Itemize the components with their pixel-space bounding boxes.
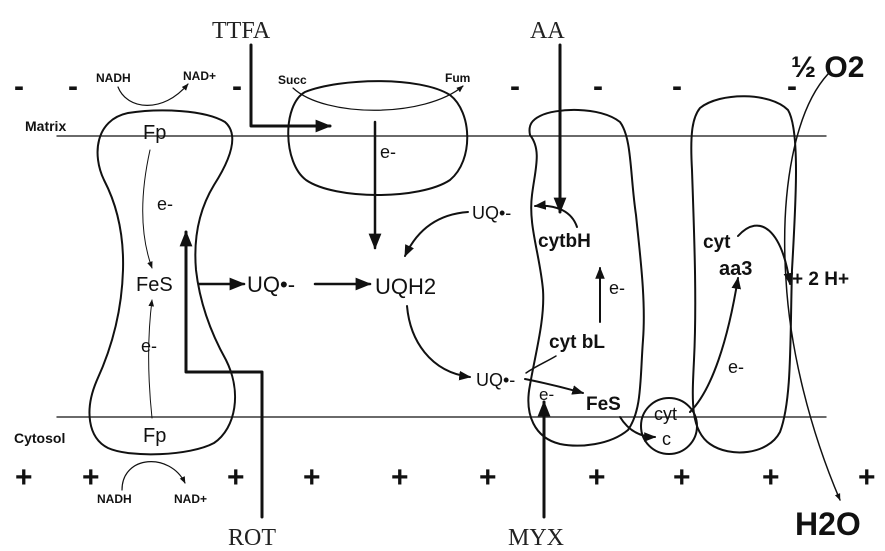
aa-inhibitor-label: AA bbox=[530, 18, 565, 44]
complex-4-cyt-label: cyt bbox=[703, 232, 731, 253]
complex-1-fp-top: Fp bbox=[143, 122, 166, 144]
positive-charge: + bbox=[588, 461, 606, 494]
uq-to-fes-arrow bbox=[524, 378, 585, 395]
cyt-bl-label: cyt bL bbox=[549, 332, 605, 353]
cytb-h-label: cytbH bbox=[538, 231, 591, 252]
oxygen-label: ½ O2 bbox=[791, 51, 864, 84]
positive-charge: + bbox=[479, 461, 497, 494]
complex-1-fes: FeS bbox=[136, 274, 173, 296]
complex-1-fp-to-fes-arrow bbox=[142, 149, 153, 269]
nadh-oxidation-arrow-top bbox=[117, 83, 189, 106]
negative-charge: - bbox=[68, 70, 78, 103]
negative-charge: - bbox=[510, 70, 520, 103]
negative-charge: - bbox=[593, 70, 603, 103]
complex-2-electron: e- bbox=[380, 142, 396, 162]
cytbh-to-uq-arrow bbox=[533, 200, 578, 228]
uq-semiquinone-label: UQ•- bbox=[247, 272, 295, 297]
rot-inhibitor-label: ROT bbox=[228, 525, 276, 551]
positive-charge: + bbox=[391, 461, 409, 494]
uqh2-to-uq-cycle-arrow bbox=[406, 305, 472, 381]
positive-charge: + bbox=[82, 461, 100, 494]
uq-to-cytbl-arrow bbox=[525, 355, 557, 374]
complex-1-fp-to-fes-arrow-bottom bbox=[148, 299, 154, 419]
complex-2-succ-label: Succ bbox=[278, 73, 307, 87]
negative-charge-row: - - - - - - - bbox=[14, 70, 797, 103]
nadh-oxidation-arrow-bottom bbox=[121, 461, 186, 491]
aa3-to-oxygen-arrow bbox=[737, 224, 794, 286]
positive-charge: + bbox=[227, 461, 245, 494]
complex-1-outline bbox=[88, 109, 237, 456]
complex-1-fp-bottom: Fp bbox=[143, 425, 166, 447]
complex-4-aa3-label: aa3 bbox=[719, 258, 752, 280]
complex-4-electron: e- bbox=[728, 357, 744, 377]
cytosol-label: Cytosol bbox=[14, 430, 65, 446]
complex-3-electron-bottom: e- bbox=[539, 385, 554, 404]
positive-charge: + bbox=[762, 461, 780, 494]
nad-top-label: NAD+ bbox=[183, 69, 216, 83]
negative-charge: - bbox=[672, 70, 682, 103]
uq-to-uqh2-cycle-arrow bbox=[404, 211, 469, 258]
complex-2-outline bbox=[287, 80, 469, 196]
uq-semiquinone-top-label: UQ•- bbox=[472, 203, 511, 223]
complex-3-electron-right: e- bbox=[609, 278, 625, 298]
protons-label: + 2 H+ bbox=[792, 269, 849, 290]
matrix-label: Matrix bbox=[25, 118, 66, 134]
negative-charge: - bbox=[232, 70, 242, 103]
uqh2-label: UQH2 bbox=[375, 274, 436, 299]
negative-charge: - bbox=[14, 70, 24, 103]
positive-charge: + bbox=[858, 461, 876, 494]
cytochrome-c-line2: c bbox=[662, 429, 671, 449]
water-label: H2O bbox=[795, 506, 861, 542]
uq-semiquinone-bottom-label: UQ•- bbox=[476, 370, 515, 390]
cytc-to-aa3-arrow bbox=[689, 276, 742, 413]
positive-charge-row: + + + + + + + + + + bbox=[15, 461, 876, 494]
negative-charge: - bbox=[787, 70, 797, 103]
complex-2-fum-label: Fum bbox=[445, 71, 470, 85]
ttfa-inhibition-arrow bbox=[249, 43, 332, 133]
nadh-bottom-label: NADH bbox=[97, 492, 132, 506]
ttfa-inhibitor-label: TTFA bbox=[212, 18, 271, 44]
complex-1-electron-top: e- bbox=[157, 194, 173, 214]
nadh-top-label: NADH bbox=[96, 71, 131, 85]
cytochrome-c-line1: cyt bbox=[654, 404, 677, 424]
positive-charge: + bbox=[673, 461, 691, 494]
complex-3-outline bbox=[527, 109, 645, 447]
complex-3-fes-label: FeS bbox=[586, 394, 621, 415]
oxygen-to-water-arrow bbox=[783, 73, 841, 501]
succinate-oxidation-arrow bbox=[292, 85, 464, 111]
rot-inhibition-arrow bbox=[179, 230, 264, 519]
myx-inhibitor-label: MYX bbox=[508, 525, 564, 551]
fes-to-cytc-arrow bbox=[619, 416, 657, 442]
complex-4-outline bbox=[690, 95, 797, 454]
positive-charge: + bbox=[15, 461, 33, 494]
positive-charge: + bbox=[303, 461, 321, 494]
nad-bottom-label: NAD+ bbox=[174, 492, 207, 506]
